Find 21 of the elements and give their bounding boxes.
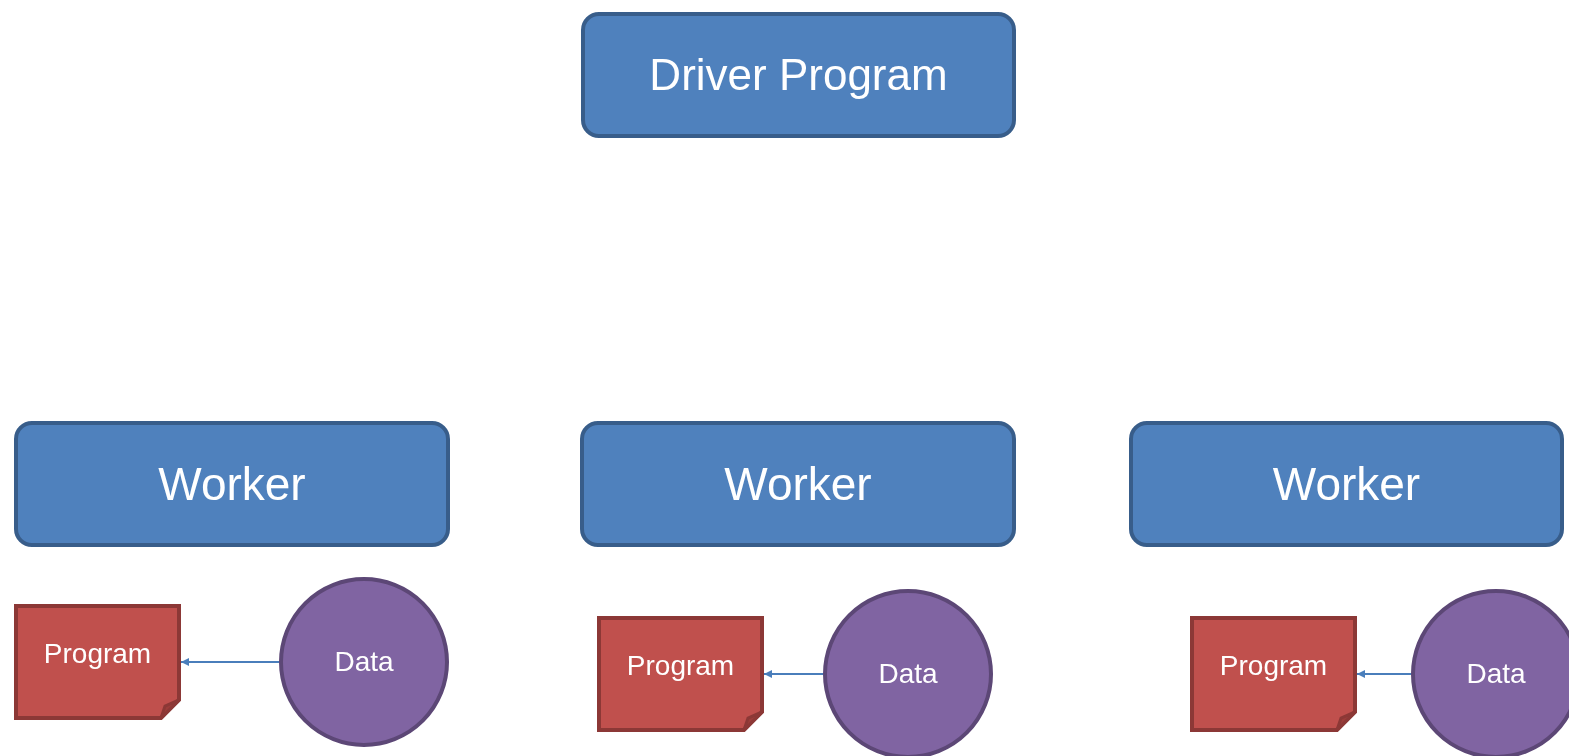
document-shape	[1190, 616, 1357, 732]
node-label: Program	[1219, 650, 1328, 682]
process-box	[580, 421, 1016, 547]
node-label: Driver Program	[649, 50, 948, 100]
process-box	[14, 421, 450, 547]
node-label: Worker	[158, 457, 306, 511]
process-box	[581, 12, 1016, 138]
node-label: Data	[878, 658, 938, 690]
arrow	[1356, 670, 1412, 678]
node-label: Data	[1466, 658, 1526, 690]
process-box	[1129, 421, 1564, 547]
node-label: Program	[43, 638, 152, 670]
data-circle	[279, 577, 449, 747]
node-label: Worker	[724, 457, 872, 511]
node-label: Data	[334, 646, 394, 678]
document-shape	[14, 604, 181, 720]
node-label: Worker	[1272, 457, 1421, 511]
document-shape	[597, 616, 764, 732]
arrow	[763, 670, 824, 678]
arrow	[180, 658, 280, 666]
node-label: Program	[626, 650, 735, 682]
